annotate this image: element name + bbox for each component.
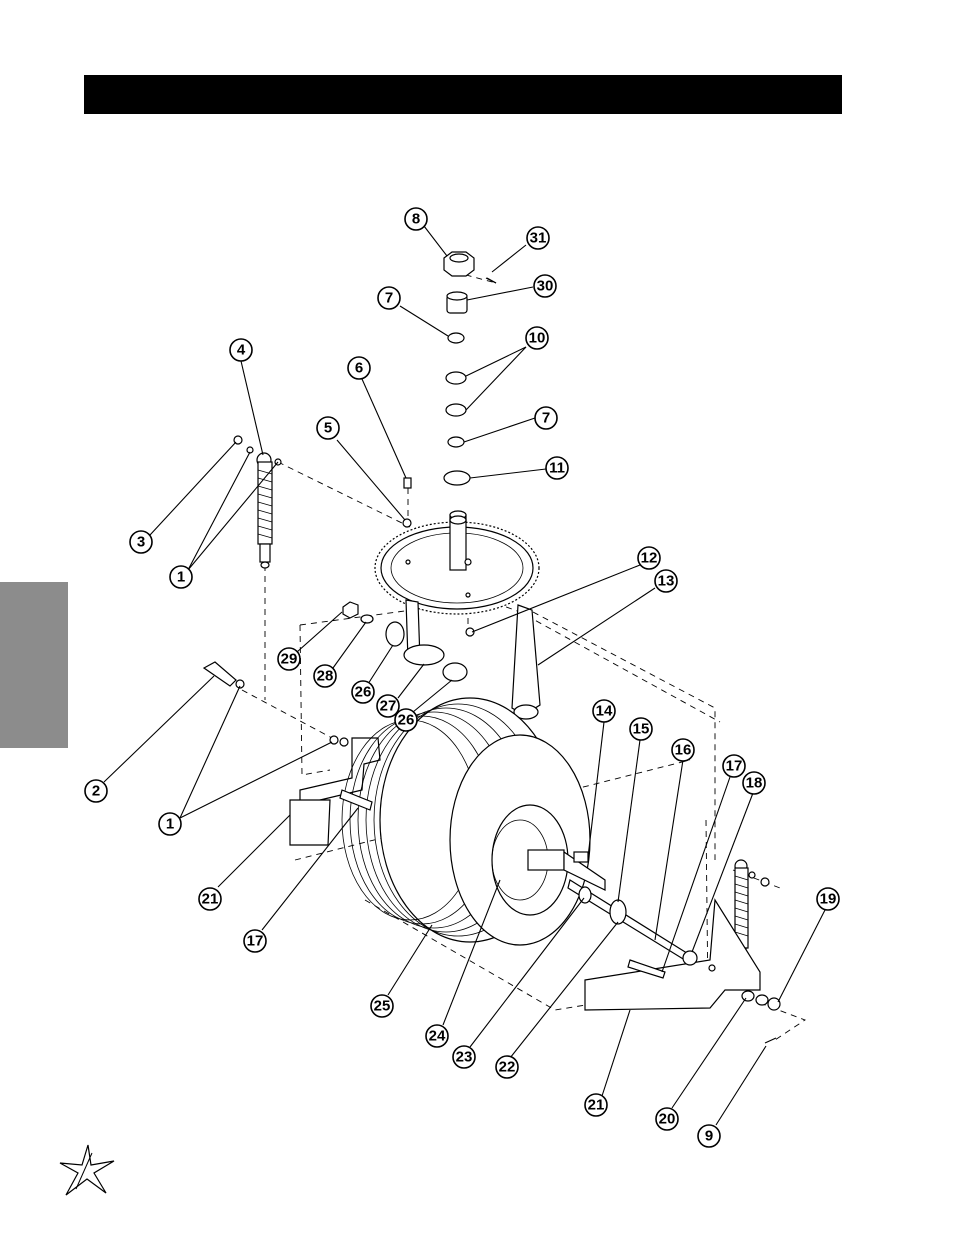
- callout-c17a: 17: [722, 754, 746, 778]
- callout-c25: 25: [370, 994, 394, 1018]
- callout-label: 19: [820, 891, 837, 908]
- callout-c19: 19: [816, 887, 840, 911]
- callout-label: 7: [542, 410, 550, 427]
- callout-c4: 4: [229, 338, 253, 362]
- callout-label: 30: [537, 278, 554, 295]
- callout-c22: 22: [495, 1055, 519, 1079]
- bracket-right: [584, 898, 761, 1011]
- callout-label: 1: [166, 816, 174, 833]
- callout-c1b: 1: [158, 812, 182, 836]
- callout-label: 17: [726, 758, 743, 775]
- caster-wheel: [341, 697, 606, 946]
- callout-label: 3: [137, 534, 145, 551]
- callout-c20: 20: [655, 1107, 679, 1131]
- callout-c2: 2: [84, 779, 108, 803]
- callout-label: 24: [429, 1028, 446, 1045]
- callout-c9: 9: [697, 1124, 721, 1148]
- axle-hardware: [339, 277, 781, 1044]
- callout-label: 29: [281, 651, 298, 668]
- ring-gear: [374, 477, 540, 615]
- callout-c17b: 17: [243, 929, 267, 953]
- callout-label: 15: [633, 721, 650, 738]
- brand-star-logo-icon: [59, 1144, 115, 1196]
- callout-label: 18: [746, 775, 763, 792]
- section-tab: [0, 582, 68, 748]
- callout-c15: 15: [629, 717, 653, 741]
- callout-label: 7: [385, 290, 393, 307]
- fork-arms: [403, 599, 541, 720]
- callout-c26b: 26: [394, 708, 418, 732]
- callout-label: 6: [355, 360, 363, 377]
- left-hardware: [202, 601, 468, 747]
- callout-label: 14: [596, 703, 613, 720]
- callout-c8: 8: [404, 207, 428, 231]
- callout-c26a: 26: [351, 680, 375, 704]
- callout-label: 11: [549, 460, 565, 477]
- callout-label: 21: [588, 1097, 605, 1114]
- callout-c1a: 1: [169, 565, 193, 589]
- callout-label: 21: [202, 891, 219, 908]
- callout-label: 9: [705, 1128, 713, 1145]
- callout-label: 25: [374, 998, 391, 1015]
- callout-c14: 14: [592, 699, 616, 723]
- callout-label: 12: [641, 550, 658, 567]
- callout-c21a: 21: [198, 887, 222, 911]
- callout-label: 16: [675, 742, 692, 759]
- callout-label: 17: [247, 933, 264, 950]
- callout-label: 26: [355, 684, 372, 701]
- callout-label: 23: [456, 1049, 473, 1066]
- callout-c13: 13: [654, 569, 678, 593]
- callout-c5: 5: [316, 416, 340, 440]
- callout-label: 20: [659, 1111, 676, 1128]
- callout-c31: 31: [526, 226, 550, 250]
- callout-label: 28: [317, 668, 334, 685]
- callout-c6: 6: [347, 356, 371, 380]
- callout-c10: 10: [525, 326, 549, 350]
- spring-left: [233, 435, 282, 569]
- bracket-left: [289, 737, 381, 846]
- callout-c28: 28: [313, 664, 337, 688]
- callout-c3: 3: [129, 530, 153, 554]
- callout-label: 27: [380, 698, 397, 715]
- callout-c11: 11: [545, 456, 569, 480]
- title-bar: [84, 75, 842, 114]
- callout-c12: 12: [637, 546, 661, 570]
- callout-label: 13: [658, 573, 675, 590]
- callout-label: 2: [92, 783, 100, 800]
- callout-c7b: 7: [534, 406, 558, 430]
- callout-c18: 18: [742, 771, 766, 795]
- callout-label: 26: [398, 712, 415, 729]
- callout-c21b: 21: [584, 1093, 608, 1117]
- callout-label: 10: [529, 330, 546, 347]
- callout-label: 22: [499, 1059, 516, 1076]
- callout-label: 4: [237, 342, 246, 359]
- callout-label: 31: [530, 230, 547, 247]
- callout-c29: 29: [277, 647, 301, 671]
- callout-c30: 30: [533, 274, 557, 298]
- callout-label: 8: [412, 211, 420, 228]
- callout-label: 5: [324, 420, 332, 437]
- leader-lines: [103, 225, 826, 1126]
- callout-c16: 16: [671, 738, 695, 762]
- callout-c24: 24: [425, 1024, 449, 1048]
- callout-c7a: 7: [377, 286, 401, 310]
- callout-c27: 27: [376, 694, 400, 718]
- callout-label: 1: [177, 569, 185, 586]
- callout-c23: 23: [452, 1045, 476, 1069]
